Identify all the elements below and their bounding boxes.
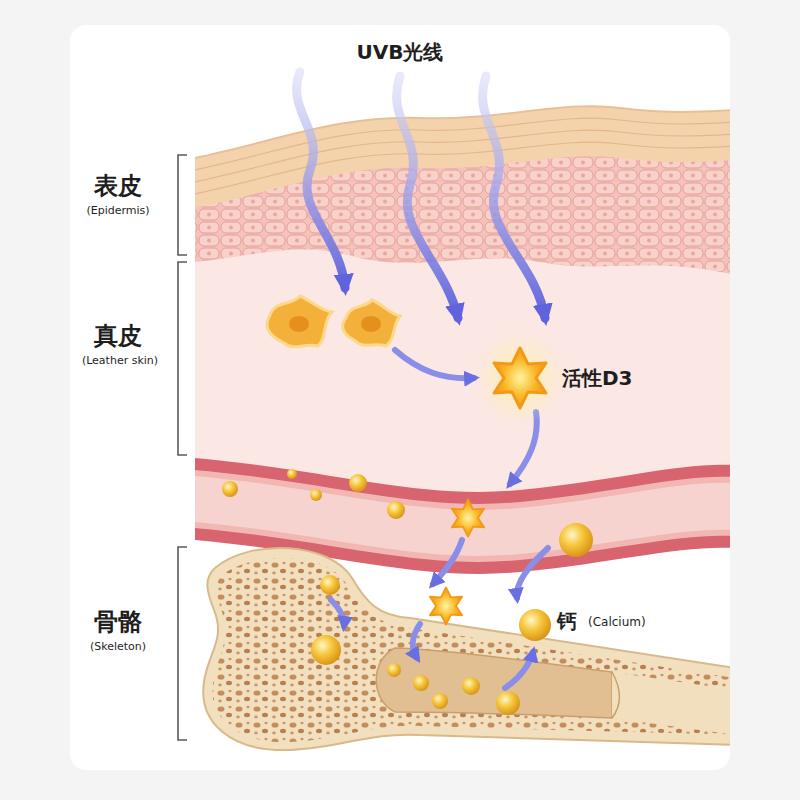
skin-lines [195,118,730,194]
molecule-label: 钙 [557,609,577,633]
bone [203,548,730,750]
calcium-balls [222,469,593,715]
uvb-rays [297,72,545,318]
layer-name-en: (Epidermis) [86,204,149,217]
layer-name: 骨骼 [94,608,142,637]
layer-name: 真皮 [94,322,142,351]
brackets [178,155,187,740]
marrow [376,648,612,718]
skin-cells [267,296,400,347]
layer-name-en: (Skeleton) [90,640,146,653]
bone-spongy [212,558,730,742]
layer-name: 表皮 [94,172,142,201]
bone-shaft [612,672,730,735]
ray-label: UVB光线 [357,40,444,64]
d3-stars [430,332,566,625]
calcium-ball [519,609,551,641]
molecule-label-en: (Calcium) [588,615,646,629]
stratum-corneum [195,106,730,208]
layer-name-en: (Leather skin) [82,354,158,367]
molecule-label: 活性D3 [562,366,633,390]
